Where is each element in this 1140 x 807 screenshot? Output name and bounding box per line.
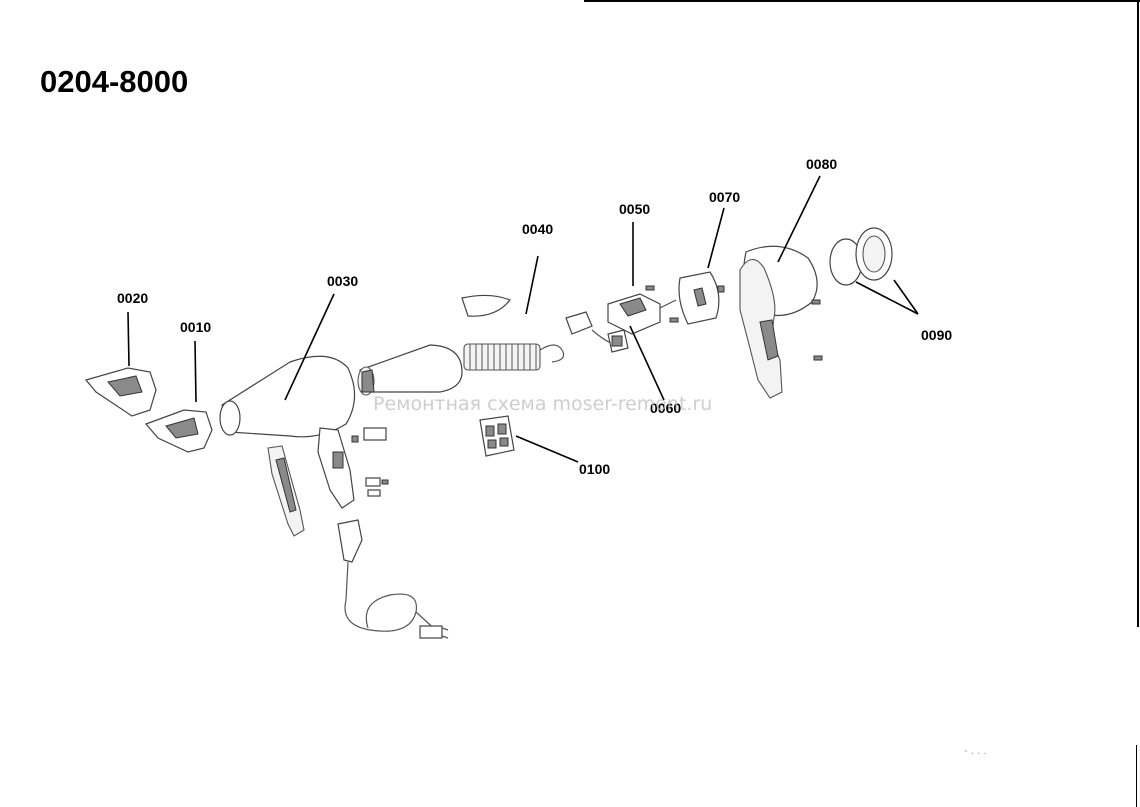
small-screws — [351, 427, 389, 497]
label-0090: 0090 — [921, 327, 952, 343]
part-connector — [565, 311, 615, 345]
part-0060-motor-board — [607, 329, 629, 353]
watermark-text: Ремонтная схема moser-remont.ru — [373, 393, 712, 415]
leader-lines — [127, 175, 919, 463]
label-0060: 0060 — [650, 400, 681, 416]
label-0020: 0020 — [117, 290, 148, 306]
diagram-title: 0204-8000 — [40, 64, 189, 99]
frame-right-line — [1137, 0, 1139, 627]
label-0010: 0010 — [180, 319, 211, 335]
part-0080-rear-housing — [739, 245, 823, 399]
label-0070: 0070 — [709, 189, 740, 205]
part-0100-switch-block — [479, 415, 515, 457]
part-0030-front-housing — [219, 355, 356, 537]
power-cord-with-plug — [337, 519, 449, 639]
frame-bottom-line — [1136, 745, 1137, 807]
part-0090-filter-and-cap — [829, 227, 893, 286]
part-0070-fan — [678, 271, 725, 325]
label-0050: 0050 — [619, 201, 650, 217]
label-0040: 0040 — [522, 221, 553, 237]
label-0080: 0080 — [806, 156, 837, 172]
label-0030: 0030 — [327, 273, 358, 289]
label-0100: 0100 — [579, 461, 610, 477]
frame-top-line — [584, 0, 1140, 2]
part-fan-cone — [357, 344, 463, 396]
part-0020-concentrator-nozzle — [84, 367, 157, 417]
part-0050-motor — [607, 285, 679, 335]
part-0010-concentrator-nozzle — [144, 409, 213, 453]
part-0040-heating-element — [461, 294, 565, 371]
footer-marks: - . . . — [964, 746, 987, 757]
